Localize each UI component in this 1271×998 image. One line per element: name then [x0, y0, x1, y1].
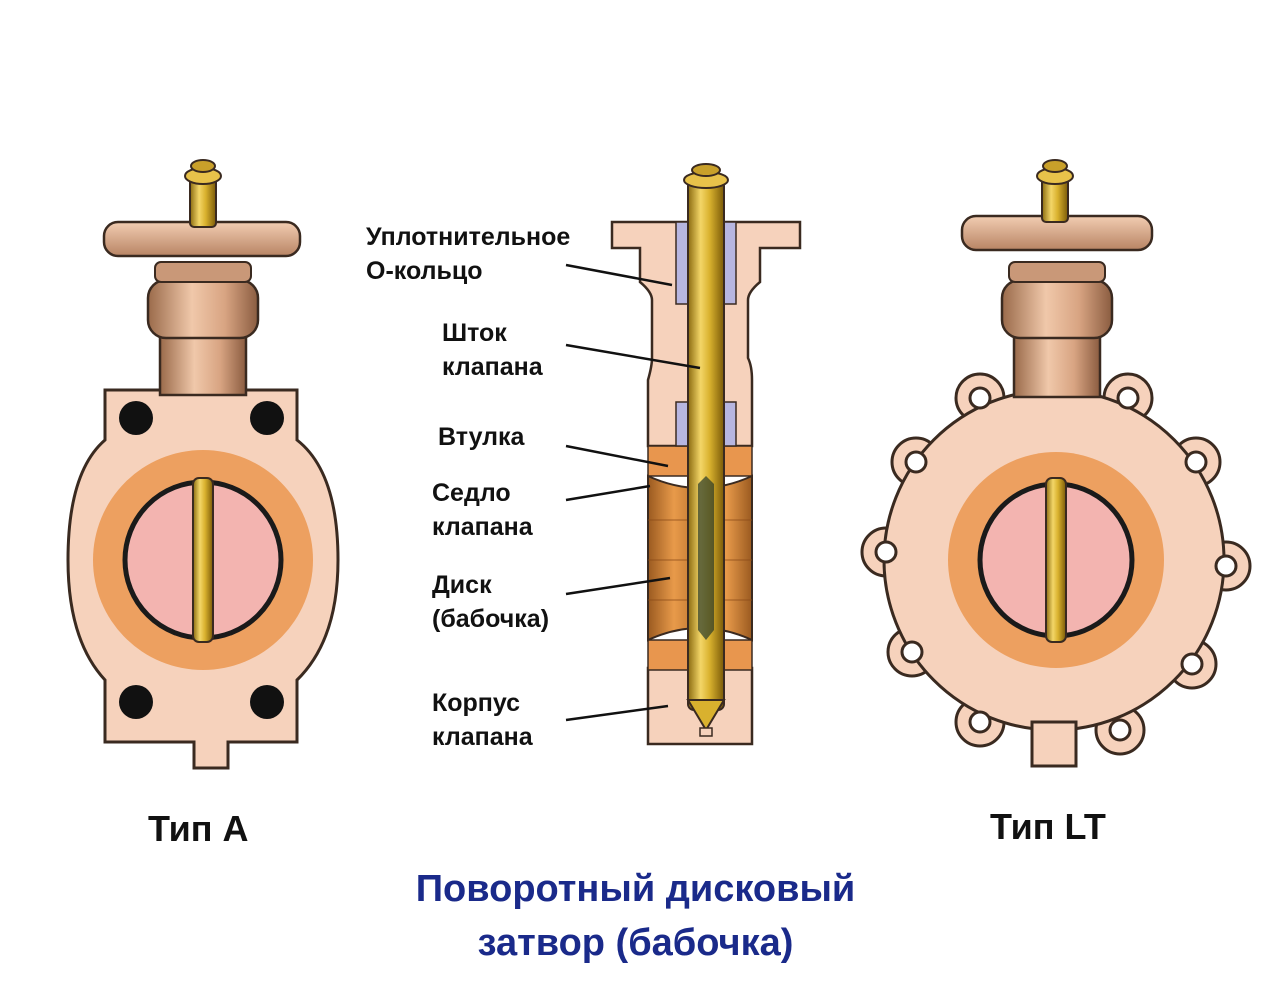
leader-bushing [565, 444, 669, 468]
section-bushing [675, 401, 689, 447]
diagram-title: Поворотный дисковый затвор (бабочка) [0, 862, 1271, 970]
valve-a-stem [192, 477, 214, 643]
valve-cross-section [610, 163, 802, 746]
leader-o-ring [565, 263, 673, 287]
label-body-line2: клапана [432, 723, 533, 751]
label-bushing: Втулка [438, 420, 524, 454]
valve-lt-neck [1012, 333, 1102, 399]
diagram-title-line1: Поворотный дисковый [415, 868, 856, 910]
label-o-ring-line1: Уплотнительное [366, 223, 571, 251]
valve-type-a [66, 159, 340, 770]
leader-stem [565, 343, 701, 370]
leader-disc [565, 576, 671, 596]
valve-lt-lug-hole [1180, 652, 1204, 676]
leader-seat [565, 484, 651, 502]
valve-type-lt [860, 159, 1252, 768]
label-seat-line2: клапана [432, 513, 533, 541]
valve-lt-lug-hole [1116, 386, 1140, 410]
valve-lt-lug-hole [874, 540, 898, 564]
label-o-ring-line2: О-кольцо [366, 257, 483, 285]
label-disc-line1: Диск [432, 571, 492, 599]
valve-lt-lug-hole [968, 710, 992, 734]
valve-lt-lug-hole [900, 640, 924, 664]
leader-body [565, 704, 669, 722]
label-seat: Седло клапана [432, 476, 533, 544]
valve-lt-collar [1000, 278, 1114, 340]
type-lt-label: Тип LT [990, 806, 1106, 847]
label-disc: Диск (бабочка) [432, 568, 549, 636]
label-seat-line1: Седло [432, 479, 511, 507]
valve-lt-lug-hole [968, 386, 992, 410]
valve-a-bolt-hole [250, 685, 284, 719]
diagram-title-line2: затвор (бабочка) [477, 922, 794, 964]
label-body: Корпус клапана [432, 686, 533, 754]
leader-lines [565, 263, 701, 722]
valve-lt-lug-hole [1184, 450, 1208, 474]
type-a-label: Тип А [148, 808, 249, 849]
label-disc-line2: (бабочка) [432, 605, 550, 633]
valve-lt-lug-hole [904, 450, 928, 474]
valve-a-collar [146, 278, 260, 340]
valve-a-neck [158, 333, 248, 397]
label-stem-line2: клапана [442, 353, 543, 381]
label-bushing-line1: Втулка [438, 423, 525, 451]
label-stem: Шток клапана [442, 316, 543, 384]
label-body-line1: Корпус [432, 689, 521, 717]
valve-lt-stem [1045, 477, 1067, 643]
section-bushing [723, 401, 737, 447]
label-o-ring: Уплотнительное О-кольцо [366, 220, 570, 288]
section-o-ring [675, 221, 689, 305]
valve-a-bolt-hole [119, 401, 153, 435]
valve-lt-lug-hole [1214, 554, 1238, 578]
valve-a-bolt-hole [250, 401, 284, 435]
valve-lt-lug-hole [1108, 718, 1132, 742]
valve-a-bolt-hole [119, 685, 153, 719]
section-o-ring [723, 221, 737, 305]
label-stem-line1: Шток [442, 319, 507, 347]
